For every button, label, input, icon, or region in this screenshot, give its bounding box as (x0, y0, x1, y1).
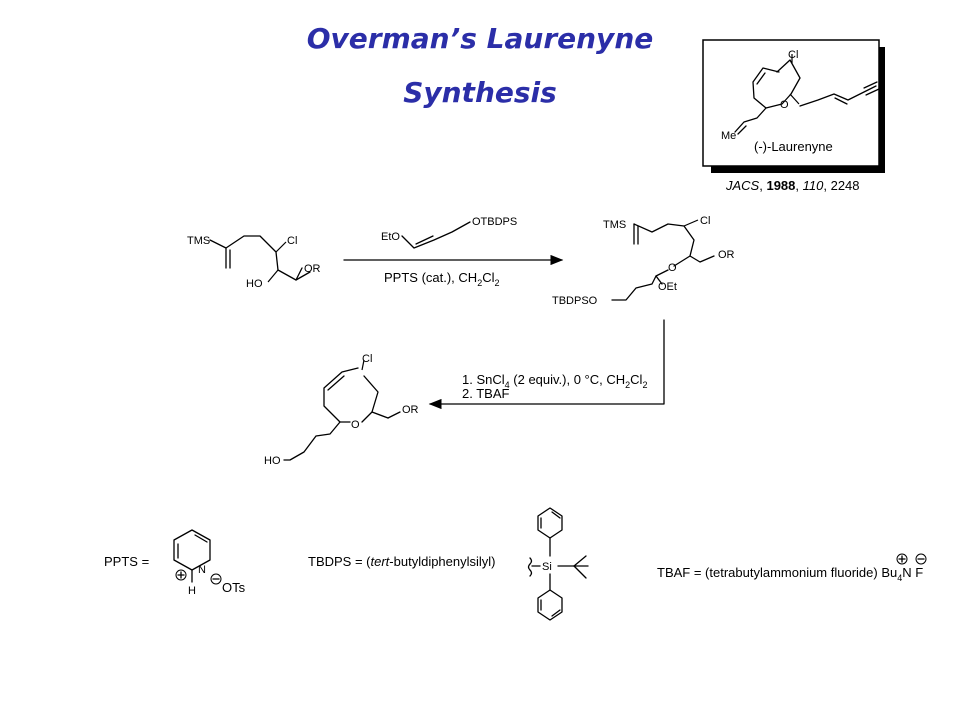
tbaf-definition-label: TBAF = (tetrabutylammonium fluoride) Bu4… (657, 565, 923, 583)
product-ho-label: HO (264, 455, 281, 467)
sm-or-label: OR (304, 263, 321, 275)
tbdps-structure (527, 507, 589, 621)
acetal-oet-label: OEt (658, 281, 677, 293)
minus-charge-icon (915, 553, 927, 565)
laurenyne-me-label: Me (721, 130, 736, 142)
reagent-otbdps-label: OTBDPS (472, 216, 517, 228)
reagent-eto-label: EtO (381, 231, 400, 243)
pyridinium-structure (173, 529, 222, 585)
plus-charge-icon (896, 553, 908, 565)
sm-cl-label: Cl (287, 235, 297, 247)
sm-tms-label: TMS (187, 235, 210, 247)
acetal-o-label: O (668, 262, 677, 274)
enol-ether-reagent (401, 221, 471, 249)
step2-conditions-line1: 1. SnCl4 (2 equiv.), 0 °C, CH2Cl2 (462, 372, 647, 390)
acetal-cl-label: Cl (700, 215, 710, 227)
page-title: Overman’s Laurenyne (306, 22, 654, 55)
acetal-tbdpso-label: TBDPSO (552, 295, 598, 307)
ppts-definition-label: PPTS = (104, 554, 149, 569)
attachment-wavy-icon (527, 557, 533, 577)
tbdps-definition-label: TBDPS = (tert-butyldiphenylsilyl) (308, 554, 496, 569)
tbdps-si-label: Si (542, 561, 552, 573)
acetal-or-label: OR (718, 249, 735, 261)
step2-conditions-line2: 2. TBAF (462, 386, 510, 401)
laurenyne-cl-label: Cl (788, 49, 798, 61)
acetal-tms-label: TMS (603, 219, 626, 231)
ots-label: OTs (222, 580, 246, 595)
laurenyne-box: Cl O Me (-)-Laurenyne (702, 39, 885, 173)
laurenyne-structure (734, 54, 880, 135)
laurenyne-o-label: O (780, 99, 789, 111)
step1-conditions: PPTS (cat.), CH2Cl2 (384, 270, 500, 288)
product-or-label: OR (402, 404, 419, 416)
plus-charge-icon (175, 569, 187, 581)
pyridinium-n-label: N (198, 564, 206, 576)
mixed-acetal (611, 219, 715, 301)
product-o-label: O (351, 419, 360, 431)
reaction-arrow-2 (428, 319, 665, 410)
product-cl-label: Cl (362, 353, 372, 365)
oxocene-product (283, 359, 401, 461)
laurenyne-name: (-)-Laurenyne (754, 139, 833, 154)
minus-charge-icon (210, 573, 222, 585)
pyridinium-h-label: H (188, 585, 196, 597)
page-subtitle: Synthesis (403, 76, 557, 109)
sm-ho-label: HO (246, 278, 263, 290)
starting-material (209, 235, 311, 283)
reference-citation: JACS, 1988, 110, 2248 (725, 178, 860, 193)
